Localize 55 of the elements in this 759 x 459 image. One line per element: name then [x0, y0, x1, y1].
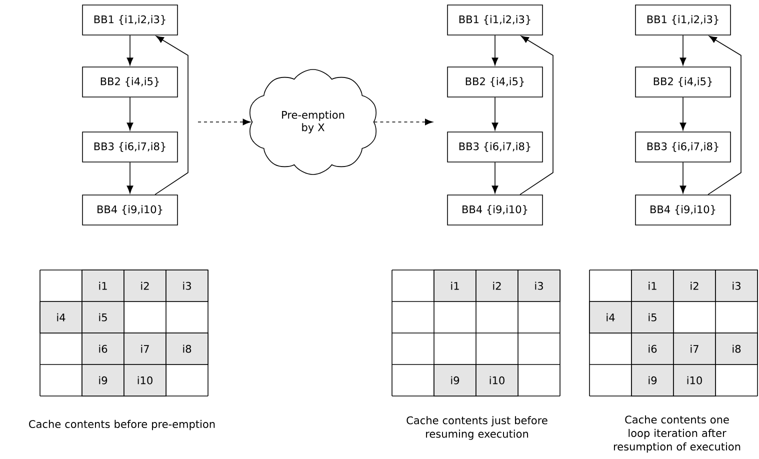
- table-cell: i9: [434, 364, 476, 396]
- process-box: BB2 {i4,i5}: [82, 66, 178, 98]
- arrow: [126, 162, 134, 194]
- caption: Cache contents one loop iteration after resumption of execution: [614, 415, 740, 453]
- arrow: [374, 118, 433, 126]
- table-cell: i3: [715, 270, 758, 302]
- process-box: BB2 {i4,i5}: [447, 66, 543, 98]
- table-cell: i2: [476, 270, 518, 302]
- table-cell: i5: [82, 301, 124, 334]
- table-cell: i5: [631, 301, 674, 334]
- cloud: Pre-emption by X: [250, 69, 376, 175]
- process-box: BB4 {i9,i10}: [635, 194, 731, 226]
- table-cell: i9: [631, 364, 674, 396]
- table-cell: i6: [82, 332, 124, 365]
- process-box: BB3 {i6,i7,i8}: [447, 132, 543, 162]
- table-cell: i2: [673, 270, 716, 302]
- table-cell: i1: [631, 270, 674, 302]
- table-cell: i7: [673, 332, 716, 365]
- arrow: [126, 35, 134, 66]
- table-cell: i3: [166, 270, 208, 302]
- table-cell: i2: [124, 270, 166, 302]
- arrow: [492, 162, 498, 194]
- arrow: [680, 162, 686, 194]
- table-cell: i9: [82, 364, 124, 396]
- arrow: [492, 35, 498, 66]
- table-cell: i1: [82, 270, 124, 302]
- table-cell: i7: [124, 332, 166, 365]
- table-cell: i10: [476, 364, 518, 396]
- table-cell: i8: [715, 332, 758, 365]
- process-box: BB1 {i1,i2,i3}: [635, 4, 731, 36]
- process-box: BB1 {i1,i2,i3}: [82, 4, 178, 36]
- arrow: [126, 97, 134, 130]
- table-cell: i8: [166, 332, 208, 365]
- arrow: [708, 36, 742, 195]
- arrow: [198, 118, 251, 126]
- caption: Cache contents before pre-emption: [29, 420, 215, 430]
- arrow: [680, 97, 686, 130]
- table-cell: i1: [434, 270, 476, 302]
- table-cell: i4: [589, 301, 632, 334]
- table-cell: i6: [631, 332, 674, 365]
- process-box: BB4 {i9,i10}: [82, 194, 178, 226]
- table-cell: i10: [673, 364, 716, 396]
- arrow: [154, 36, 188, 195]
- process-box: BB3 {i6,i7,i8}: [635, 132, 731, 162]
- table-cell: i4: [40, 301, 82, 334]
- caption: Cache contents just before resuming execution: [406, 416, 548, 440]
- process-box: BB3 {i6,i7,i8}: [82, 132, 178, 162]
- arrow: [520, 36, 554, 195]
- process-box: BB2 {i4,i5}: [635, 66, 731, 98]
- process-box: BB1 {i1,i2,i3}: [447, 4, 543, 36]
- table-cell: i10: [124, 364, 166, 396]
- process-box: BB4 {i9,i10}: [447, 194, 543, 226]
- arrow: [492, 97, 498, 130]
- arrow: [680, 35, 686, 66]
- table-cell: i3: [518, 270, 560, 302]
